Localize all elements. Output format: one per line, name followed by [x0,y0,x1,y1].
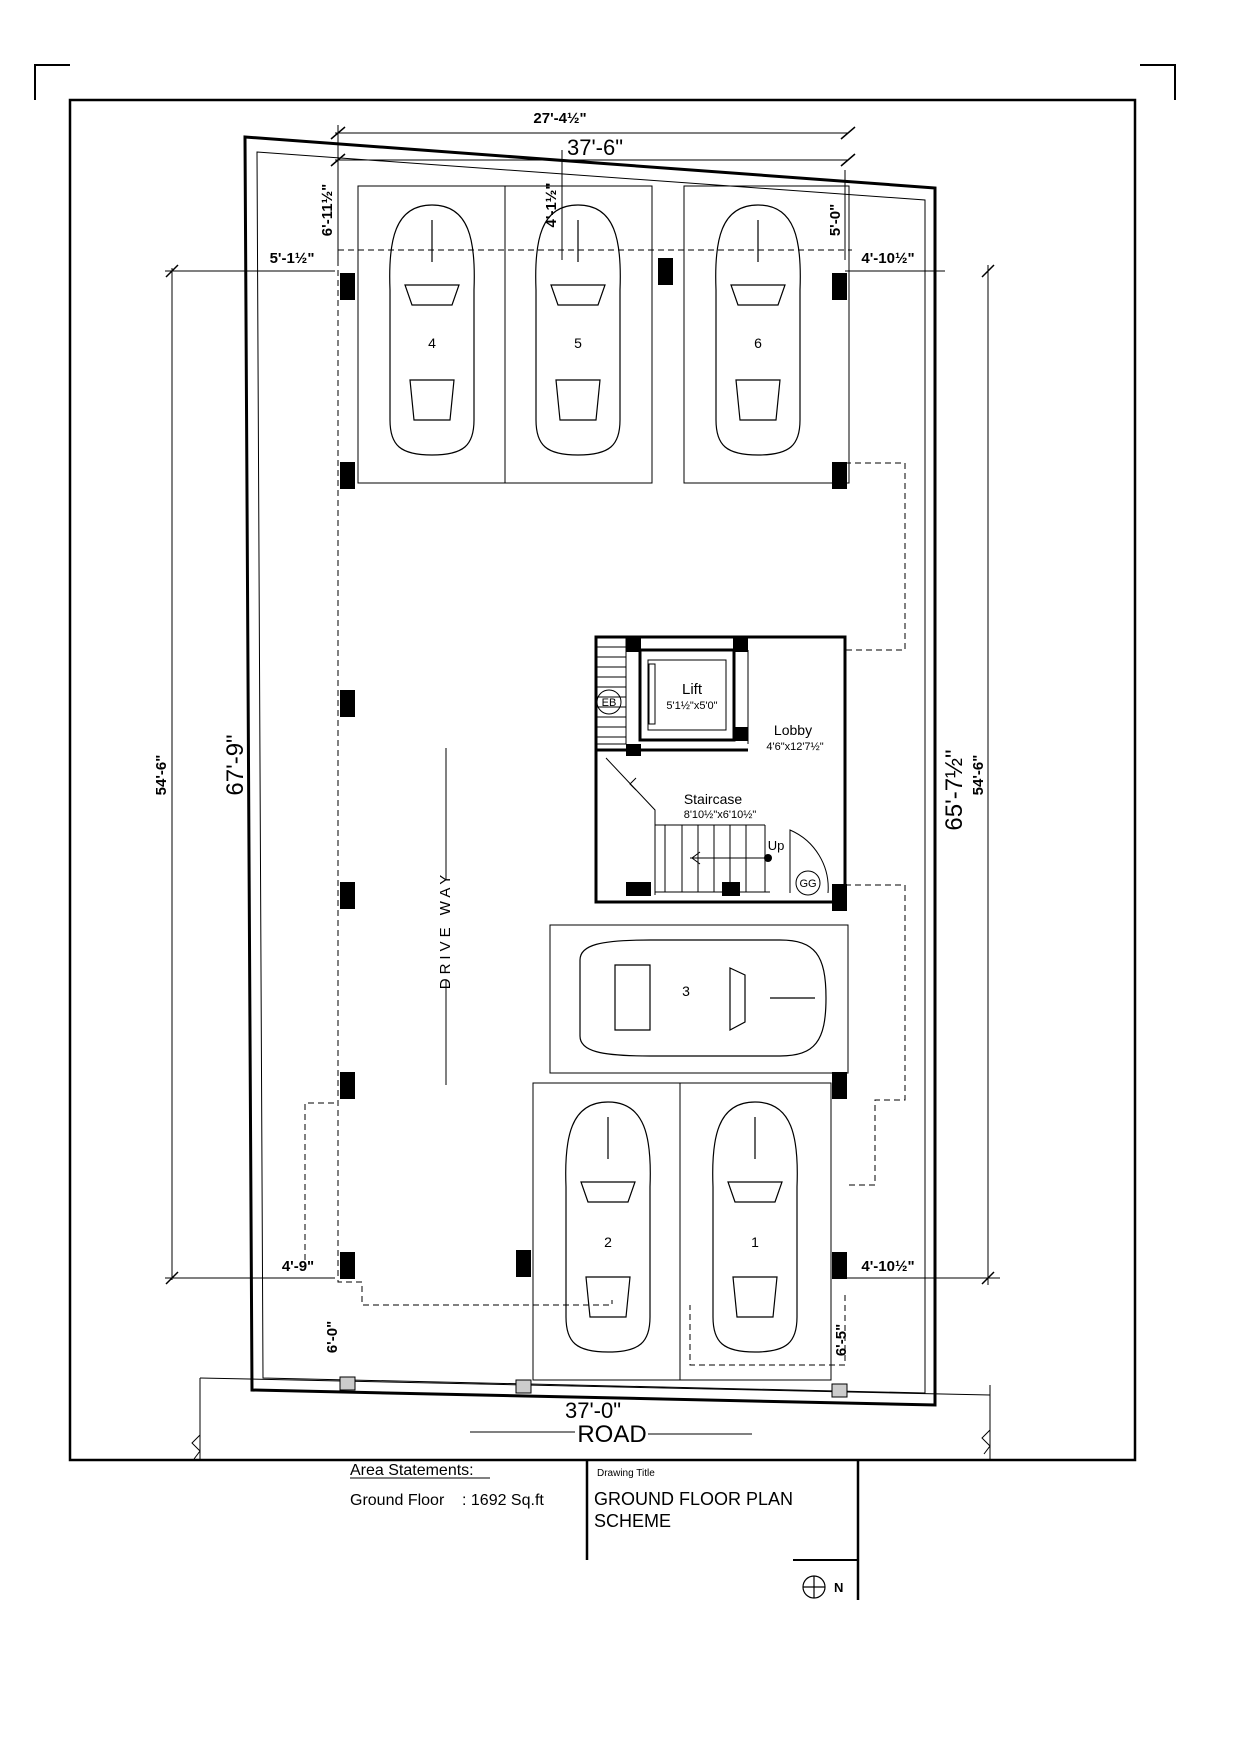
lobby-size: 4'6"x12'7½" [766,741,823,753]
dim-top-left-offset: 6'-11½" [319,184,336,236]
dim-top-inner: 27'-4½" [533,110,586,127]
bay-number-4: 4 [428,335,436,351]
car-1 [712,1101,798,1353]
north-label: N [834,1580,843,1595]
dim-left-length-total: 67'-9" [222,734,249,795]
area-heading: Area Statements: [350,1462,474,1479]
ground-floor-label: Ground Floor [350,1492,445,1509]
dimension-ticks [165,126,995,1285]
road-label: ROAD [577,1421,646,1448]
dim-right-length-total: 65'-7½" [941,749,968,830]
dim-right-length-outer: 54'-6" [970,755,987,796]
parking-bays [357,185,850,1381]
road-edges [191,1429,991,1460]
lift-size: 5'1½"x5'0" [666,700,717,712]
staircase-label: Staircase [684,791,743,807]
dim-right-bottom-margin: 4'-10½" [861,1258,914,1275]
crop-marks [34,64,1176,100]
dim-left-bottom-margin: 4'-9" [282,1258,314,1275]
dim-bottom-width: 37'-0" [565,1398,621,1423]
dim-right-top-offset: 5'-0" [827,204,844,236]
title-block-lines [350,1460,860,1600]
dim-right-top-margin: 4'-10½" [861,250,914,267]
bay-number-2: 2 [604,1234,612,1250]
dim-top-width: 37'-6" [567,135,623,160]
bay-number-1: 1 [751,1234,759,1250]
drawing-title-line1: GROUND FLOOR PLAN [594,1489,793,1509]
car-5 [535,204,621,456]
sheet-frame [68,98,1137,1462]
car-outlines [389,204,827,1353]
bay-number-6: 6 [754,335,762,351]
dim-top-mid-offset: 4'-1½" [543,183,560,228]
gg-label: GG [799,878,816,890]
lift-label: Lift [682,681,703,698]
car-6 [715,204,801,456]
plot-setback-line [256,151,926,1394]
driveway-label: DRIVE WAY [437,871,454,990]
dim-bottom-left-offset: 6'-0" [324,1321,341,1353]
drawing-title-line2: SCHEME [594,1511,671,1531]
ground-floor-area: : 1692 Sq.ft [462,1492,544,1509]
gate-posts [339,1376,848,1398]
bay-number-3: 3 [682,983,690,999]
drawing-title-caption: Drawing Title [597,1468,655,1479]
staircase-size: 8'10½"x6'10½" [684,809,757,821]
plot-boundary [243,135,937,1407]
building-outline-dashed [304,249,906,1366]
lobby-label: Lobby [774,722,812,738]
car-2 [565,1101,651,1353]
north-arrow-icon [802,1575,826,1599]
car-3 [579,939,827,1057]
service-core [594,635,847,904]
dim-bottom-right-offset: 6'-5" [833,1324,850,1356]
dim-left-top-margin: 5'-1½" [270,250,315,267]
dimension-lines [165,125,1000,1460]
eb-label: EB [602,697,617,709]
car-4 [389,204,475,456]
bay-number-5: 5 [574,335,582,351]
dim-left-length-outer: 54'-6" [153,755,170,796]
structural-columns [340,258,847,1279]
stair-up-label: Up [768,838,785,853]
